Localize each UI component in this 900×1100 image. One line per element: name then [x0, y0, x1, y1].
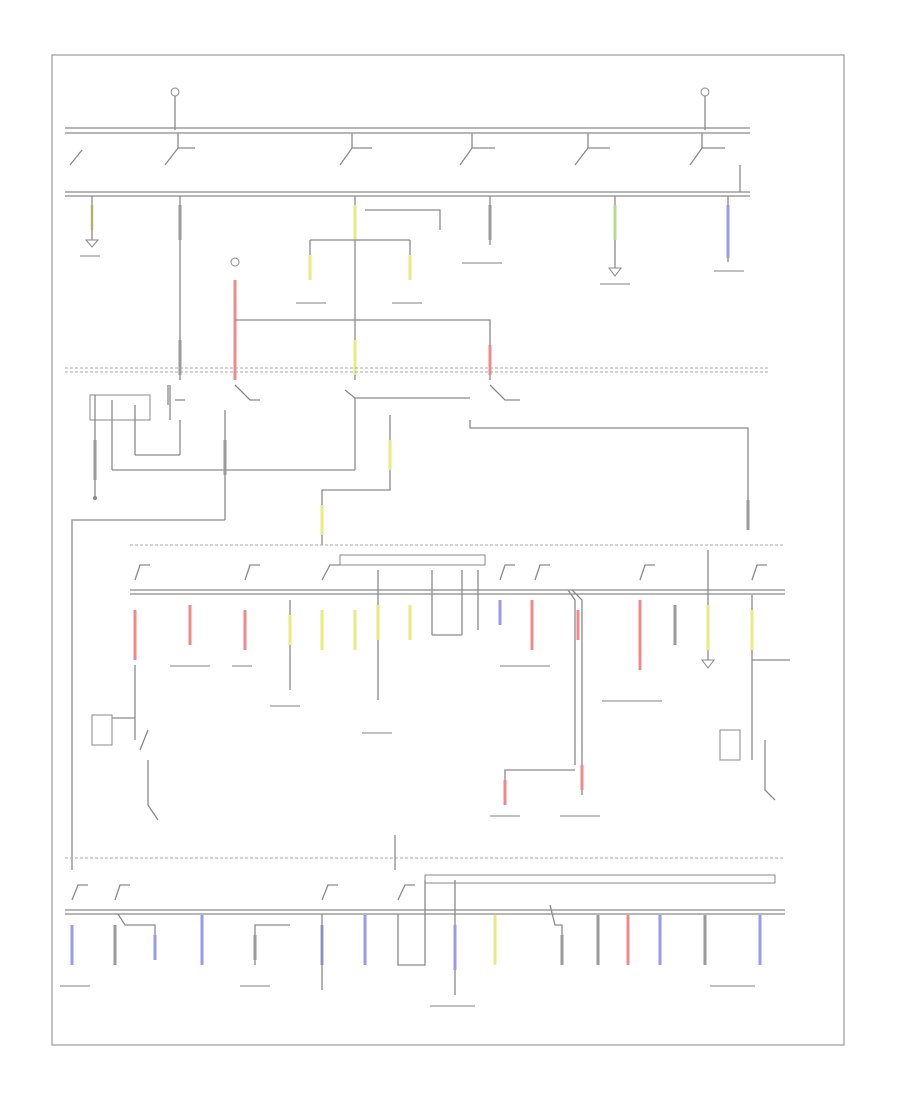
fuse-row-1: [134, 554, 767, 581]
relay-icon: [89, 394, 151, 421]
ground-icon: [701, 659, 715, 669]
diagram-frame: [51, 54, 845, 1046]
relay-icon: [719, 729, 741, 761]
connector-icon: [170, 87, 180, 97]
ignition-switch-contacts: [69, 133, 741, 192]
central-relay-box: [65, 367, 770, 870]
ground-icon: [608, 267, 622, 277]
label-marks: [60, 255, 755, 1007]
fuse-icon: [339, 554, 486, 566]
splice-dot-icon: [93, 496, 97, 500]
fuse-row-2: [71, 884, 415, 901]
connector-icon: [230, 257, 240, 267]
bottom-fuse-box: [65, 835, 785, 995]
lower-fuse-box: [91, 544, 790, 821]
top-section: [65, 87, 750, 380]
connector-icon: [700, 87, 710, 97]
ground-icon: [84, 239, 100, 248]
relay-icon: [91, 714, 113, 746]
fuse-icon: [424, 874, 776, 884]
